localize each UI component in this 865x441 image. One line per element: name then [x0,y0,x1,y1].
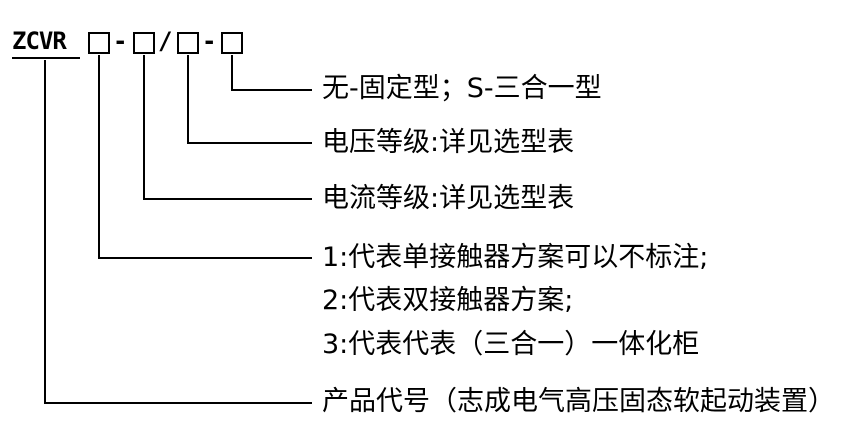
code-separator-slash: / [158,27,173,55]
desc-current-level: 电流等级:详见选型表 [322,183,575,214]
leader-scheme [98,55,312,259]
placeholder-box-2 [133,32,155,54]
placeholder-box-1 [88,32,110,54]
leader-current [143,55,312,200]
desc-scheme-2: 2:代表双接触器方案; [322,285,574,316]
desc-product-code: 产品代号（志成电气高压固态软起动装置） [322,386,835,417]
desc-scheme-3: 3:代表代表（三合一）一体化柜 [322,329,700,360]
leader-voltage [187,55,312,144]
leader-form-type [231,55,312,91]
desc-voltage-level: 电压等级:详见选型表 [322,127,575,158]
product-code-prefix: ZCVR [12,27,67,55]
code-separator-dash-2: - [202,27,217,55]
desc-form-type: 无-固定型；S-三合一型 [322,73,602,104]
desc-scheme-1: 1:代表单接触器方案可以不标注; [322,242,709,273]
placeholder-box-3 [177,32,199,54]
leader-product-code [44,60,312,404]
code-separator-dash-1: - [113,27,128,55]
placeholder-box-4 [221,32,243,54]
